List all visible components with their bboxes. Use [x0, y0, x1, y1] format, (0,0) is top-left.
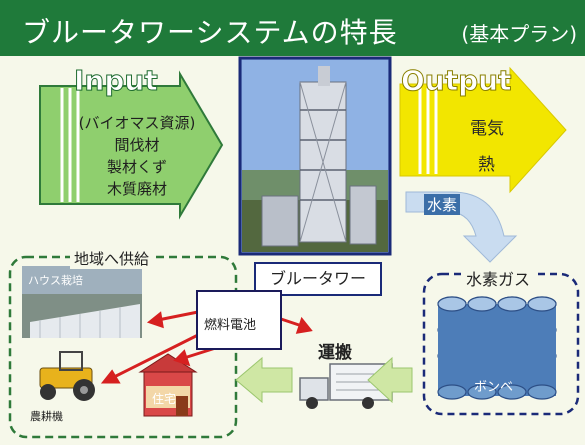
supply-red-arrows	[100, 310, 313, 384]
region-supply-label: 地域へ供給	[70, 248, 154, 269]
output-title: Output	[400, 64, 512, 98]
tractor-icon	[39, 351, 95, 401]
hydrogen-gas-label: 水素ガス	[462, 266, 535, 290]
header-bar: ブルータワーシステムの特長 (基本プラン)	[0, 0, 585, 56]
greenhouse-label: ハウス栽培	[28, 274, 83, 287]
supply-arrow-right	[367, 356, 413, 404]
house-icon	[138, 353, 198, 417]
output-arrow	[399, 66, 567, 194]
transport-label: 運搬	[318, 343, 352, 363]
hydrogen-arrow	[405, 191, 518, 263]
fuel-cell-label: 燃料電池	[204, 318, 257, 333]
output-item-electricity: 電気	[470, 119, 504, 139]
tower-photo	[238, 56, 392, 256]
input-arrow	[39, 70, 224, 220]
hydrogen-gas-frame	[422, 272, 580, 416]
home-label: 住宅	[152, 392, 177, 406]
input-item-thinned-wood: 間伐材	[114, 136, 160, 154]
cylinder-label: ボンベ	[474, 380, 514, 395]
greenhouse-image	[22, 266, 142, 338]
diagram-subtitle: (基本プラン)	[461, 22, 577, 46]
fuel-cell-box: 燃料電池	[196, 290, 282, 350]
supply-arrow-left	[235, 356, 293, 404]
input-title: Input	[74, 64, 159, 98]
input-item-biomass: (バイオマス資源)	[78, 114, 196, 132]
diagram-title: ブルータワーシステムの特長	[22, 16, 398, 49]
hydrogen-cylinders	[437, 296, 557, 400]
tractor-label: 農耕機	[30, 410, 63, 423]
hydrogen-label: 水素	[424, 194, 461, 215]
input-item-sawmill-waste: 製材くず	[106, 158, 167, 176]
input-item-wood-waste: 木質廃材	[106, 180, 167, 198]
output-item-heat: 熱	[478, 155, 495, 175]
